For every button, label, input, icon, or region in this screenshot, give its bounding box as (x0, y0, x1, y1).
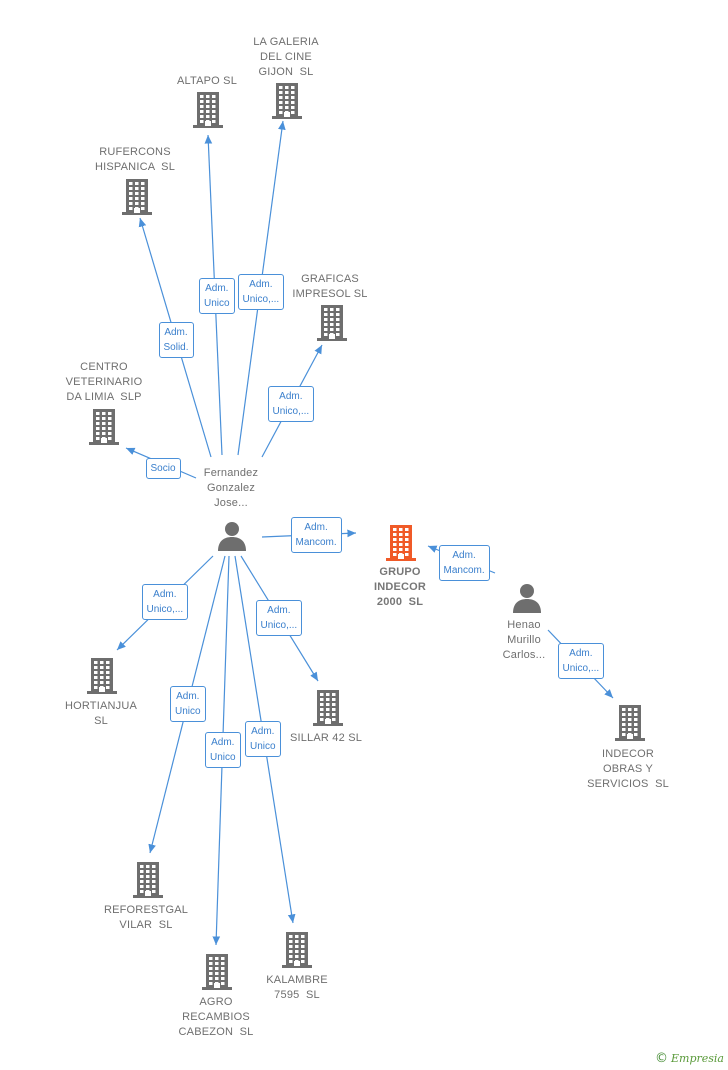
edge-label-fernandez-sillar[interactable]: Adm. Unico,... (255, 600, 303, 636)
node-label-altapo: ALTAPO SL (176, 75, 238, 87)
copyright-icon: © (655, 1051, 668, 1066)
edge-label-fernandez-galeria[interactable]: Adm. Unico,... (237, 274, 285, 310)
brand-footer: ©Empresia (655, 1051, 724, 1066)
edge-label-fernandez-centro[interactable]: Socio (145, 457, 181, 479)
node-label-kalambre: KALAMBRE 7595 SL (266, 974, 328, 1001)
node-label-agro: AGRO RECAMBIOS CABEZON SL (178, 996, 254, 1038)
node-label-rufercons: RUFERCONS HISPANICA SL (94, 146, 176, 173)
edge-label-fernandez-altapo[interactable]: Adm. Unico (199, 278, 235, 314)
building-icon[interactable] (614, 704, 646, 747)
edge-label-fernandez-kalambre[interactable]: Adm. Unico (245, 721, 281, 757)
building-icon[interactable] (86, 657, 118, 700)
building-icon[interactable] (316, 304, 348, 347)
node-label-centro: CENTRO VETERINARIO DA LIMIA SLP (65, 361, 143, 403)
building-icon[interactable] (271, 82, 303, 125)
node-label-sillar: SILLAR 42 SL (289, 732, 363, 744)
building-icon[interactable] (121, 178, 153, 221)
edge-label-fernandez-reforestgal[interactable]: Adm. Unico (170, 686, 206, 722)
node-label-grupo: GRUPO INDECOR 2000 SL (373, 566, 427, 608)
building-icon[interactable] (132, 861, 164, 904)
person-icon[interactable] (511, 582, 543, 619)
edge-label-henao-grupo[interactable]: Adm. Mancom. (438, 545, 490, 581)
building-icon[interactable] (281, 931, 313, 974)
building-icon[interactable] (385, 524, 417, 567)
edge-label-fernandez-grupo[interactable]: Adm. Mancom. (290, 517, 342, 553)
node-label-reforestgal: REFORESTGAL VILAR SL (103, 904, 189, 931)
node-label-henao: Henao Murillo Carlos... (502, 619, 546, 661)
building-icon[interactable] (88, 408, 120, 451)
edge-label-fernandez-rufercons[interactable]: Adm. Solid. (158, 322, 194, 358)
edge-label-fernandez-agro[interactable]: Adm. Unico (205, 732, 241, 768)
building-icon[interactable] (192, 91, 224, 134)
building-icon[interactable] (201, 953, 233, 996)
node-label-fernandez: Fernandez Gonzalez Jose... (203, 467, 259, 509)
building-icon[interactable] (312, 689, 344, 732)
brand-logo: Empresia (671, 1052, 724, 1065)
node-label-hortianjua: HORTIANJUA SL (64, 700, 138, 727)
node-label-galeria: LA GALERIA DEL CINE GIJON SL (253, 36, 319, 78)
edge-label-henao-indecor[interactable]: Adm. Unico,... (557, 643, 605, 679)
edge-label-fernandez-graficas[interactable]: Adm. Unico,... (267, 386, 315, 422)
node-label-indecor: INDECOR OBRAS Y SERVICIOS SL (587, 748, 669, 790)
edge-label-fernandez-hortianjua[interactable]: Adm. Unico,... (141, 584, 189, 620)
node-label-graficas: GRAFICAS IMPRESOL SL (292, 273, 368, 300)
person-icon[interactable] (216, 520, 248, 557)
